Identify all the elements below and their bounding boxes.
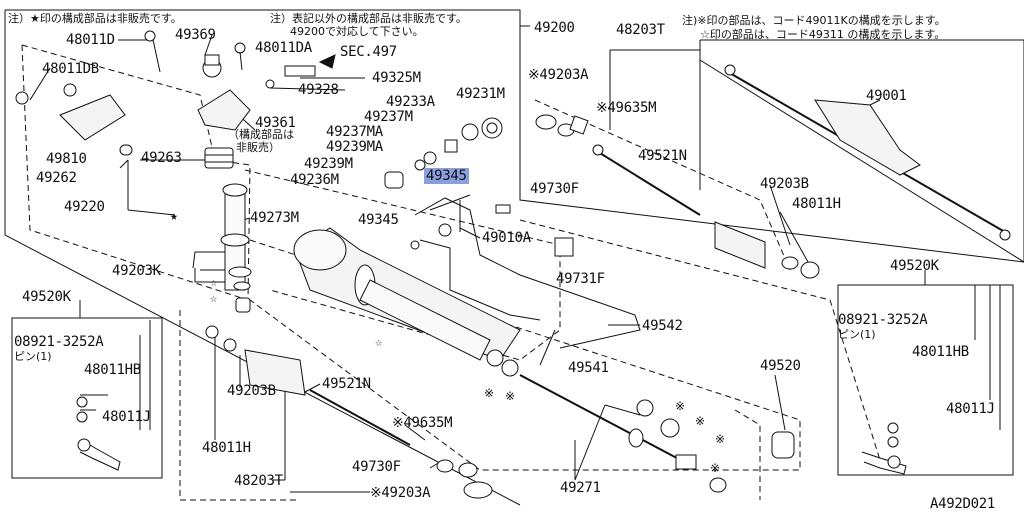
pin-note-left: ピン(1) — [14, 350, 52, 363]
assembly-boundary — [5, 9, 1024, 263]
svg-text:★: ★ — [170, 209, 178, 224]
note-code-49311: ☆印の部品は、コード49311 の構成を示します。 — [700, 28, 946, 41]
part-label-49730f-bot[interactable]: 49730F — [352, 459, 401, 475]
part-label-49810[interactable]: 49810 — [46, 151, 87, 167]
pinion-cap — [197, 89, 251, 131]
part-label-49273m[interactable]: 49273M — [250, 210, 299, 226]
note-non-listed-1: 注）表記以外の構成部品は非販売です。 — [270, 12, 467, 25]
detail-box-49001 — [700, 39, 1024, 262]
part-label-48011hb-left[interactable]: 48011HB — [84, 362, 141, 378]
part-label-49520k-right[interactable]: 49520K — [890, 258, 939, 274]
part-label-49520k-left[interactable]: 49520K — [22, 289, 71, 305]
svg-text:☆: ☆ — [210, 291, 217, 305]
part-label-08921-right[interactable]: 08921-3252A — [838, 312, 928, 328]
part-label-49239m[interactable]: 49239M — [304, 156, 353, 172]
part-label-49263[interactable]: 49263 — [141, 150, 182, 166]
part-label-49325m[interactable]: 49325M — [372, 70, 421, 86]
section-ref-497[interactable]: SEC.497 — [340, 44, 397, 60]
part-label-49200[interactable]: 49200 — [534, 20, 575, 36]
part-label-48011h-bot[interactable]: 48011H — [202, 440, 251, 456]
part-label-49542[interactable]: 49542 — [642, 318, 683, 334]
part-label-49521n-bot[interactable]: 49521N — [322, 376, 371, 392]
gear-assembly-49001 — [814, 99, 921, 176]
note-code-49011k: 注)※印の部品は、コード49011Kの構成を示します。 — [682, 14, 946, 27]
part-label-49635m-top[interactable]: ※49635M — [596, 100, 657, 116]
svg-text:※: ※ — [484, 386, 494, 400]
part-label-49345-highlighted[interactable]: 49345 — [424, 168, 469, 184]
svg-text:※: ※ — [715, 432, 725, 446]
part-label-48011j-right[interactable]: 48011J — [946, 401, 995, 417]
right-dashed-region — [519, 219, 881, 461]
part-label-08921-left[interactable]: 08921-3252A — [14, 334, 104, 350]
ballast-dashed-region — [734, 409, 761, 500]
part-label-49521n-top[interactable]: 49521N — [638, 148, 687, 164]
part-label-49203k[interactable]: 49203K — [112, 263, 161, 279]
part-label-49239ma[interactable]: 49239MA — [326, 139, 383, 155]
part-label-49730f-top[interactable]: 49730F — [530, 181, 579, 197]
rack-dashed-region — [249, 239, 801, 471]
part-label-49271[interactable]: 49271 — [560, 480, 601, 496]
svg-text:☆: ☆ — [375, 335, 382, 349]
part-label-49203b-bot[interactable]: 49203B — [227, 383, 276, 399]
part-label-48011h-top[interactable]: 48011H — [792, 196, 841, 212]
part-label-49345[interactable]: 49345 — [358, 212, 399, 228]
pin-note-right: ピン(1) — [838, 328, 876, 341]
part-label-48011da[interactable]: 48011DA — [255, 40, 312, 56]
highlight-49345[interactable]: 49345 — [424, 168, 469, 184]
note-non-listed-2: 49200で対応して下さい。 — [290, 25, 424, 38]
part-label-48203t-bot[interactable]: 48203T — [234, 473, 283, 489]
part-label-48203t-top[interactable]: 48203T — [616, 22, 665, 38]
part-label-49328[interactable]: 49328 — [298, 82, 339, 98]
diagram-code: A492D021 — [930, 496, 996, 512]
part-label-48011d[interactable]: 48011D — [66, 32, 115, 48]
part-label-49237ma[interactable]: 49237MA — [326, 124, 383, 140]
part-label-49220[interactable]: 49220 — [64, 199, 105, 215]
rod-dashed-region — [179, 310, 300, 501]
part-label-49203b-top[interactable]: 49203B — [760, 176, 809, 192]
svg-text:☆: ☆ — [210, 275, 217, 289]
svg-text:※: ※ — [695, 414, 705, 428]
part-label-49361[interactable]: 49361 — [255, 115, 296, 131]
part-label-49369[interactable]: 49369 — [175, 27, 216, 43]
note-star-non-sale: 注）★印の構成部品は非販売です。 — [8, 12, 182, 25]
svg-text:※: ※ — [675, 399, 685, 413]
top-boot-dashed-region — [534, 99, 791, 271]
left-dashed-region — [21, 44, 251, 301]
star-markers: ★ — [170, 209, 178, 224]
part-label-48011db[interactable]: 48011DB — [42, 61, 99, 77]
part-label-48011j-left[interactable]: 48011J — [102, 409, 151, 425]
right-boot — [714, 221, 766, 269]
svg-text:※: ※ — [710, 461, 720, 475]
part-label-49236m[interactable]: 49236M — [290, 172, 339, 188]
sensor-assembly — [59, 94, 126, 141]
part-label-49262[interactable]: 49262 — [36, 170, 77, 186]
part-label-49231m[interactable]: 49231M — [456, 86, 505, 102]
part-label-49010a[interactable]: 49010A — [482, 230, 531, 246]
svg-text:※: ※ — [505, 389, 515, 403]
part-label-49541[interactable]: 49541 — [568, 360, 609, 376]
part-label-48011hb-right[interactable]: 48011HB — [912, 344, 969, 360]
part-label-49001[interactable]: 49001 — [866, 88, 907, 104]
hydraulic-pipe-49542 — [414, 197, 641, 349]
part-label-49233a[interactable]: 49233A — [386, 94, 435, 110]
part-label-49203a-bot[interactable]: ※49203A — [370, 485, 431, 501]
part-label-49203a-top[interactable]: ※49203A — [528, 67, 589, 83]
note-sub-part-2: 非販売） — [236, 141, 280, 154]
left-kit-box — [11, 317, 163, 479]
left-boot — [244, 349, 306, 396]
part-label-49635m-bot[interactable]: ※49635M — [392, 415, 453, 431]
note-sub-part-1: （構成部品は — [228, 128, 294, 141]
part-label-49731f[interactable]: 49731F — [556, 271, 605, 287]
part-label-49520[interactable]: 49520 — [760, 358, 801, 374]
part-label-49237m[interactable]: 49237M — [364, 109, 413, 125]
